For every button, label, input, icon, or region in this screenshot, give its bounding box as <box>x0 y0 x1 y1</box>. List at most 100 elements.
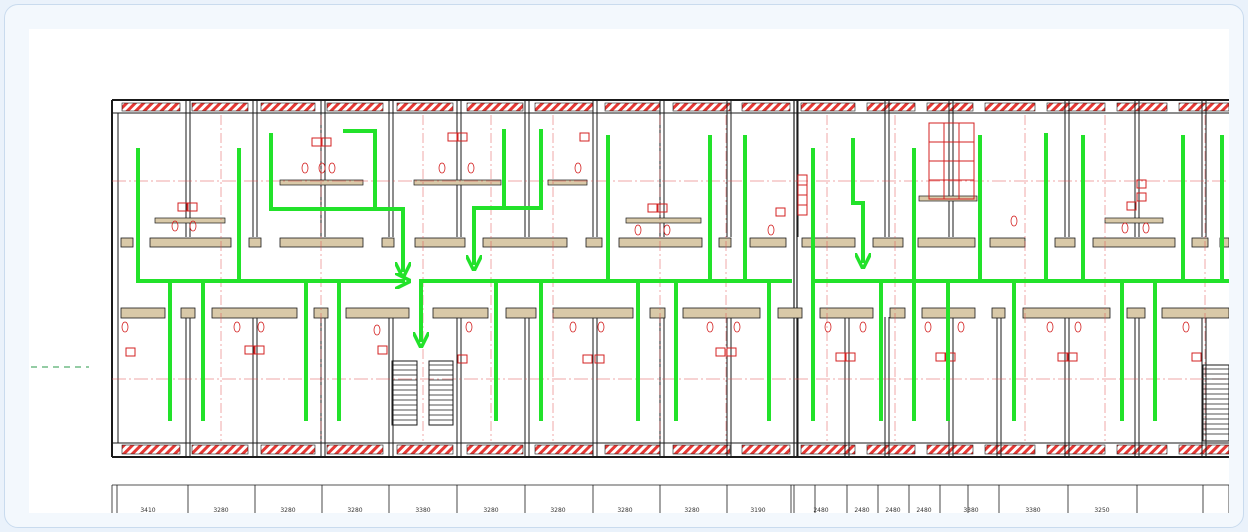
toilet <box>171 220 179 232</box>
toilet <box>257 321 265 333</box>
storage-cell <box>797 194 808 206</box>
toilet <box>957 321 965 333</box>
fixture-box <box>244 345 255 355</box>
partition-top <box>989 237 1026 248</box>
toilet <box>189 220 197 232</box>
hatch-bottom <box>121 444 181 455</box>
toilet <box>634 224 642 236</box>
toilet <box>824 321 832 333</box>
toilet <box>438 162 446 174</box>
hatch-bottom <box>260 444 316 455</box>
partition-bottom <box>1126 307 1146 319</box>
hatch-top <box>800 102 856 112</box>
route-top-room-a <box>269 133 403 270</box>
sanitary-fixtures <box>121 122 1202 364</box>
hatch-bottom <box>672 444 731 455</box>
fixture-box <box>1126 201 1137 211</box>
fixture-box <box>647 203 658 213</box>
partition-top <box>149 237 232 248</box>
toilet <box>318 162 326 174</box>
toilet <box>859 321 867 333</box>
route-top-room-b <box>474 129 543 263</box>
storage-cell <box>797 174 808 186</box>
fixture-box <box>582 354 593 364</box>
hatch-top <box>534 102 594 112</box>
hatch-top <box>466 102 524 112</box>
partition-bottom <box>345 307 410 319</box>
hatch-top <box>260 102 316 112</box>
hatch-bottom <box>326 444 384 455</box>
fixture-box <box>187 202 198 212</box>
fixture-box <box>254 345 265 355</box>
partition-top <box>749 237 787 248</box>
dimension-label: 3280 <box>684 507 699 513</box>
hatch-bottom <box>866 444 916 455</box>
toilet <box>1142 222 1150 234</box>
toilet <box>373 324 381 336</box>
partition-top <box>1191 237 1209 248</box>
toilet <box>1121 222 1129 234</box>
hatch-bottom <box>604 444 661 455</box>
toilet <box>597 321 605 333</box>
fixture-box <box>657 203 668 213</box>
dimension-label: 2480 <box>916 507 931 513</box>
fixture-box <box>377 345 388 355</box>
hatch-bottom <box>1178 444 1229 455</box>
hatch-bottom <box>741 444 791 455</box>
partition-top <box>414 237 466 248</box>
hatch-top <box>984 102 1036 112</box>
hatch-top <box>926 102 974 112</box>
partition-bottom <box>180 307 196 319</box>
bathroom-partition <box>154 217 226 224</box>
bathroom-partition <box>1104 217 1164 224</box>
stair-flight-far <box>1202 364 1229 442</box>
bathroom-partition <box>547 179 588 186</box>
hatch-top <box>121 102 181 112</box>
hatch-bottom <box>534 444 594 455</box>
partition-bottom <box>991 307 1006 319</box>
fixture-box <box>125 347 136 357</box>
route-top-room-a2 <box>343 129 377 211</box>
partition-top <box>618 237 703 248</box>
hatch-bottom <box>984 444 1036 455</box>
evacuation-route <box>136 129 1229 421</box>
dimension-label: 3280 <box>347 507 362 513</box>
partition-bottom <box>777 307 803 319</box>
storage-grid-cell <box>958 122 975 143</box>
fixture-box <box>1191 352 1202 362</box>
toilet <box>569 321 577 333</box>
fixture-box <box>726 347 737 357</box>
partition-bottom <box>649 307 666 319</box>
fixture-box <box>1136 179 1147 189</box>
partition-bottom <box>889 307 906 319</box>
partition-bottom <box>211 307 298 319</box>
partition-bottom <box>505 307 537 319</box>
fixture-box <box>935 352 946 362</box>
hatch-top <box>396 102 454 112</box>
partition-top <box>248 237 262 248</box>
hatch-top <box>191 102 249 112</box>
hatch-top <box>672 102 731 112</box>
route-top-room-c <box>851 138 863 261</box>
hatch-bottom <box>1046 444 1106 455</box>
dimension-label: 3380 <box>415 507 430 513</box>
fixture-box <box>715 347 726 357</box>
dimension-label: 2480 <box>813 507 828 513</box>
partition-bottom <box>552 307 634 319</box>
hatch-top <box>1116 102 1168 112</box>
dimension-label: 2480 <box>854 507 869 513</box>
toilet <box>733 321 741 333</box>
partition-top <box>1092 237 1176 248</box>
fixture-box <box>447 132 458 142</box>
dimension-label: 3280 <box>483 507 498 513</box>
bathroom-partition <box>279 179 364 186</box>
fixture-box <box>321 137 332 147</box>
storage-cell <box>797 204 808 216</box>
fixture-box <box>1057 352 1068 362</box>
hatch-top <box>1178 102 1229 112</box>
hatch-bottom <box>800 444 856 455</box>
toilet <box>121 321 129 333</box>
hatch-bottom <box>396 444 454 455</box>
